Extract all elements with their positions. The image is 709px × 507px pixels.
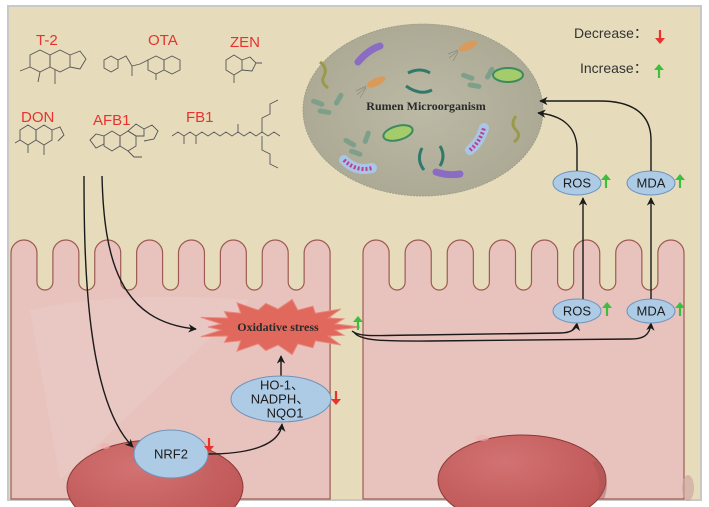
arrow-head xyxy=(331,399,341,405)
legend-decrease-arrow-icon xyxy=(655,30,665,44)
mda-cell-label: MDA xyxy=(637,303,666,318)
zen-structure-icon xyxy=(225,54,262,83)
mycotoxin-label-afb1: AFB1 xyxy=(93,112,131,129)
oxidative-stress-burst: Oxidative stress xyxy=(200,298,361,356)
t2-structure-icon xyxy=(19,49,87,84)
microbe-green-rods xyxy=(310,66,495,157)
microbe-green-oval xyxy=(382,124,414,142)
decrease-arrow-icon xyxy=(204,438,214,452)
nucleus-shine xyxy=(100,443,110,449)
arrow-head xyxy=(675,174,685,180)
nucleus-shine xyxy=(475,435,489,441)
rumen-microorganism-group: Rumen Microorganism xyxy=(302,23,544,197)
mda-cell-node: MDA xyxy=(626,298,676,324)
nucleus-shadow xyxy=(592,460,607,499)
mda-lumen-node: MDA xyxy=(626,170,676,196)
decrease-arrow-icon xyxy=(331,391,341,405)
enzyme-label-ho1: HO-1、 xyxy=(260,377,304,392)
legend-increase-arrow-icon xyxy=(654,64,664,78)
ros-cell-node: ROS xyxy=(552,298,602,324)
ros-cell-label: ROS xyxy=(563,303,592,318)
cell-highlight xyxy=(30,296,250,480)
microbe-pink-coccus-chain xyxy=(339,123,489,174)
increase-arrow-icon xyxy=(602,302,612,316)
microbe-orange-flagellate xyxy=(355,76,386,99)
microbe-green-oval xyxy=(492,67,524,83)
microbe-spirochete xyxy=(405,68,445,171)
arrow-stress-to-mda xyxy=(353,322,655,342)
nrf2-label: NRF2 xyxy=(154,446,188,461)
mycotoxin-label-ota: OTA xyxy=(148,32,178,49)
afb1-structure-icon xyxy=(89,123,159,158)
arrow-toxins-to-oxidative-stress xyxy=(101,175,197,333)
arrow-head xyxy=(655,38,665,44)
microbe-purple-rod xyxy=(432,168,464,179)
ros-lumen-node: ROS xyxy=(552,170,602,196)
oxidative-stress-label: Oxidative stress xyxy=(237,320,319,334)
microbe-purple-rod xyxy=(354,42,384,66)
mycotoxin-label-zen: ZEN xyxy=(230,34,260,51)
arrow-head xyxy=(204,446,214,452)
arrow-toxins-to-nrf2 xyxy=(83,175,134,448)
arrow-head xyxy=(675,302,685,308)
arrow-mda-to-rumen xyxy=(539,96,652,171)
enzyme-label-nadph: NADPH、 xyxy=(251,391,310,406)
increase-arrow-icon xyxy=(675,302,685,316)
arrow-head xyxy=(353,316,363,322)
increase-arrow-icon xyxy=(675,174,685,188)
ota-structure-icon xyxy=(103,55,181,80)
don-structure-icon xyxy=(14,124,65,155)
fb1-structure-icon xyxy=(171,99,281,169)
rumen-label: Rumen Microorganism xyxy=(366,99,485,113)
mycotoxin-label-don: DON xyxy=(21,109,54,126)
mda-lumen-label: MDA xyxy=(637,175,666,190)
enzymes-node: HO-1、 NADPH、 NQO1 xyxy=(230,375,332,423)
right-epithelial-cell xyxy=(362,239,685,500)
enzyme-label-nqo1: NQO1 xyxy=(267,405,304,420)
arrow-nrf2-to-enzymes xyxy=(207,423,286,455)
mycotoxin-label-t2: T-2 xyxy=(36,32,58,49)
arrow-ros-to-rumen xyxy=(537,109,578,171)
arrow-head xyxy=(601,174,611,180)
arrow-head xyxy=(602,302,612,308)
microbe-yellow-filament xyxy=(319,60,521,144)
ros-lumen-label: ROS xyxy=(563,175,592,190)
legend-increase-label: Increase： xyxy=(580,60,648,76)
cell-organelle xyxy=(682,475,694,501)
increase-arrow-icon xyxy=(353,316,363,330)
left-epithelial-cell xyxy=(10,239,331,500)
arrow-head xyxy=(654,64,664,70)
mycotoxin-label-fb1: FB1 xyxy=(186,109,214,126)
right-nucleus xyxy=(437,434,607,507)
legend: Decrease： Increase： xyxy=(574,25,665,78)
legend-decrease-label: Decrease： xyxy=(574,25,648,41)
nrf2-node: NRF2 xyxy=(133,429,209,479)
increase-arrow-icon xyxy=(601,174,611,188)
microbe-orange-flagellate xyxy=(447,40,478,62)
arrow-stress-to-ros xyxy=(351,322,581,337)
